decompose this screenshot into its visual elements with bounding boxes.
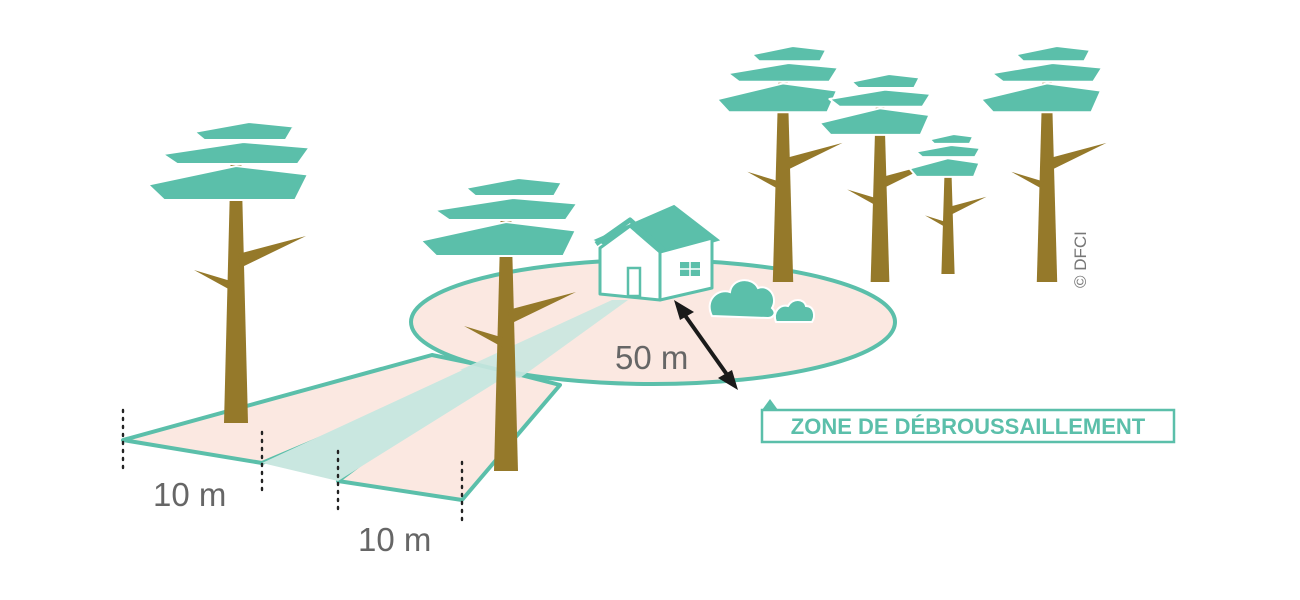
tree-canopy <box>419 221 577 257</box>
tree-trunk <box>941 156 955 274</box>
pine-tree-icon <box>908 133 987 274</box>
left-width-label: 10 m <box>153 476 226 513</box>
tree-canopy <box>716 82 838 114</box>
tree-canopy <box>726 62 840 83</box>
measurement-guides <box>121 408 464 524</box>
tree-trunk <box>1036 80 1058 282</box>
tree-branch <box>924 215 946 228</box>
tree-canopy <box>914 144 982 159</box>
tree-canopy <box>818 107 931 136</box>
tree-canopy <box>193 121 295 141</box>
tree-trunk <box>494 218 518 471</box>
tree-branch <box>1011 171 1045 191</box>
tree-branch <box>1049 142 1107 171</box>
pine-tree-icon <box>980 45 1107 282</box>
tree-canopy <box>980 82 1102 114</box>
tree-canopy <box>908 157 981 178</box>
tree-branch <box>464 326 504 348</box>
tree-trunk <box>772 80 794 282</box>
tree-canopy <box>147 165 309 201</box>
trees-group <box>147 45 1107 471</box>
pine-tree-icon <box>716 45 843 282</box>
tree-canopy <box>1014 45 1092 63</box>
tree-canopy <box>433 197 579 221</box>
pine-tree-icon <box>147 121 311 423</box>
zone-label-box: ZONE DE DÉBROUSSAILLEMENT <box>760 399 1176 444</box>
tree-trunk <box>224 162 248 423</box>
tree-branch <box>785 142 843 171</box>
tree-canopy <box>928 133 975 145</box>
tree-branch <box>194 270 234 292</box>
tree-branch <box>508 292 576 324</box>
tree-canopy <box>850 73 921 90</box>
tree-canopy <box>828 88 932 108</box>
tree-canopy <box>990 62 1104 83</box>
tree-branch <box>747 171 781 191</box>
radius-label: 50 m <box>615 339 688 376</box>
house-icon <box>593 204 721 302</box>
right-width-label: 10 m <box>358 521 431 558</box>
zone-label: ZONE DE DÉBROUSSAILLEMENT <box>791 414 1146 439</box>
tree-canopy <box>750 45 828 63</box>
pine-tree-icon <box>419 177 579 471</box>
tree-canopy <box>464 177 563 197</box>
credit-label: © DFCI <box>1071 231 1090 288</box>
tree-branch <box>847 189 878 207</box>
pine-tree-icon <box>818 73 935 282</box>
tree-canopy <box>161 141 311 165</box>
tree-branch <box>950 196 987 215</box>
double-arrow-icon <box>674 300 738 390</box>
tree-branch <box>238 236 306 268</box>
bush-icon <box>708 279 815 323</box>
tree-trunk <box>870 105 890 282</box>
